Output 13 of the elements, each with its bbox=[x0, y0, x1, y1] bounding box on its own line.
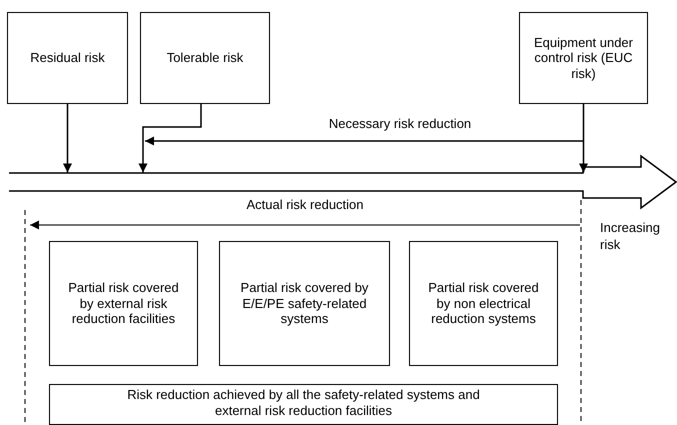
risk-box: Residual risk bbox=[7, 12, 128, 104]
arrow-caption: Increasing risk bbox=[600, 220, 661, 254]
arrow bbox=[138, 104, 202, 172]
risk-box: Partial risk covered by external risk reduction facilities bbox=[49, 241, 198, 366]
risk-box: Partial risk covered by non electrical reduction systems bbox=[409, 241, 558, 366]
dimension-label: Necessary risk reduction bbox=[328, 116, 472, 133]
arrow bbox=[63, 104, 72, 172]
arrow bbox=[579, 104, 588, 172]
risk-box: Partial risk covered by E/E/PE safety-related systems bbox=[219, 241, 390, 366]
risk-box: Equipment under control risk (EUC risk) bbox=[519, 12, 648, 104]
risk-box: Risk reduction achieved by all the safety-related systems and external risk reduction facilities bbox=[49, 384, 558, 425]
risk-box: Tolerable risk bbox=[140, 12, 270, 104]
dimension-label: Actual risk reduction bbox=[245, 197, 365, 214]
